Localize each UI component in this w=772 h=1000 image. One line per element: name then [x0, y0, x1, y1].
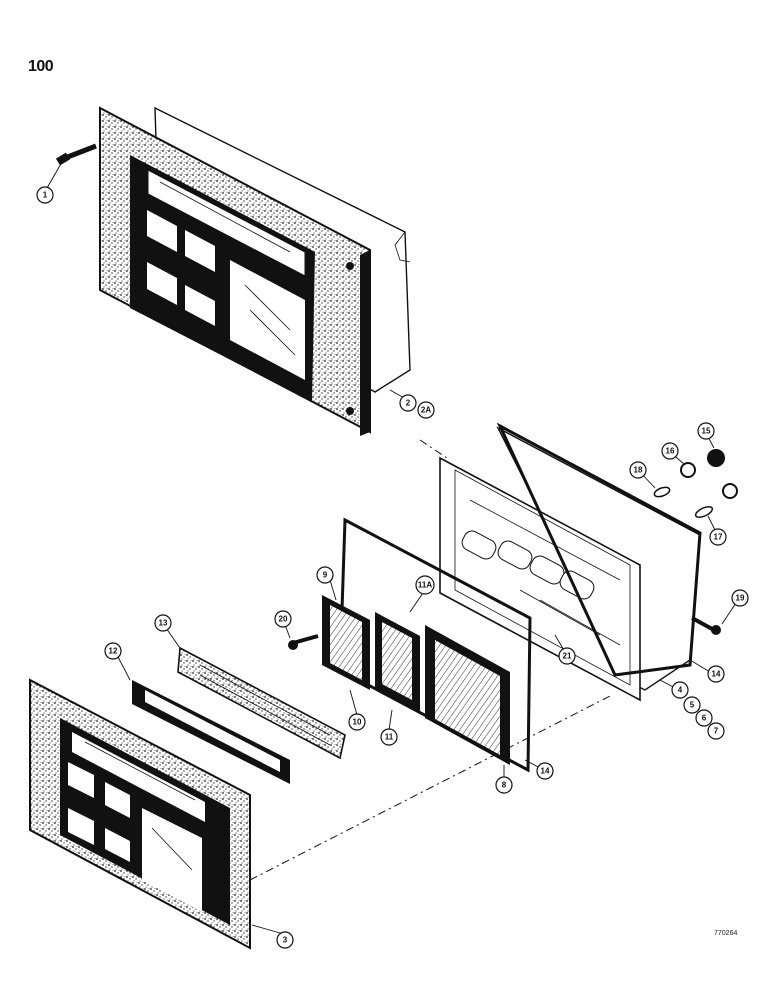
mask-item-12 — [132, 680, 290, 784]
circuit-board-item-8 — [425, 625, 510, 765]
callout-2a: 2A — [417, 401, 435, 419]
callout-7: 7 — [707, 722, 725, 740]
upper-cluster-bezel — [99, 106, 371, 436]
svg-text:13: 13 — [159, 619, 168, 628]
callout-19: 19 — [731, 589, 749, 607]
svg-text:17: 17 — [714, 533, 723, 542]
svg-text:1: 1 — [43, 191, 48, 200]
callout-4: 4 — [671, 681, 689, 699]
svg-text:19: 19 — [736, 594, 745, 603]
svg-text:8: 8 — [502, 781, 507, 790]
svg-text:2: 2 — [406, 399, 411, 408]
callout-10: 10 — [348, 713, 366, 731]
callout-18: 18 — [629, 461, 647, 479]
svg-text:11: 11 — [385, 733, 394, 742]
svg-text:5: 5 — [690, 701, 695, 710]
svg-text:21: 21 — [563, 652, 572, 661]
callout-12: 12 — [104, 642, 122, 660]
svg-text:10: 10 — [353, 718, 362, 727]
svg-text:3: 3 — [283, 936, 288, 945]
svg-text:9: 9 — [323, 571, 328, 580]
figure-code: 770264 — [714, 930, 738, 937]
gasket-item-14-rear — [496, 422, 702, 677]
svg-text:20: 20 — [279, 615, 288, 624]
svg-text:14: 14 — [541, 767, 550, 776]
alignment-lines — [249, 439, 613, 881]
callout-14-front: 14 — [536, 762, 554, 780]
callout-15: 15 — [697, 422, 715, 440]
svg-text:7: 7 — [714, 727, 719, 736]
callout-3: 3 — [276, 931, 294, 949]
callout-13: 13 — [154, 614, 172, 632]
callout-17: 17 — [709, 528, 727, 546]
svg-text:15: 15 — [702, 427, 711, 436]
callout-16: 16 — [661, 442, 679, 460]
callout-11: 11 — [380, 728, 398, 746]
lower-cluster-bezel — [29, 678, 251, 950]
lens-item-13 — [177, 646, 346, 760]
callout-11a: 11A — [415, 575, 435, 595]
cluster-case — [439, 426, 701, 702]
callout-5: 5 — [683, 696, 701, 714]
callout-9: 9 — [316, 566, 334, 584]
svg-text:14: 14 — [712, 670, 721, 679]
module-item-9 — [322, 595, 370, 690]
callout-14-rear: 14 — [707, 665, 725, 683]
svg-text:18: 18 — [634, 466, 643, 475]
callout-8: 8 — [495, 776, 513, 794]
svg-text:16: 16 — [666, 447, 675, 456]
callout-21: 21 — [558, 647, 576, 665]
bolt-item-1 — [55, 143, 97, 166]
svg-text:12: 12 — [109, 647, 118, 656]
bulb-socket-parts — [653, 449, 738, 519]
module-item-11 — [375, 612, 420, 712]
screw-item-19 — [691, 616, 721, 635]
callout-20: 20 — [274, 610, 292, 628]
callout-1: 1 — [36, 186, 54, 204]
callout-2: 2 — [399, 394, 417, 412]
callout-6: 6 — [695, 709, 713, 727]
svg-text:6: 6 — [702, 714, 707, 723]
page-number: 100 — [28, 58, 54, 75]
svg-text:11A: 11A — [418, 581, 432, 590]
screw-item-20 — [288, 634, 319, 650]
svg-text:2A: 2A — [421, 406, 431, 415]
svg-text:4: 4 — [678, 686, 683, 695]
leader-lines — [46, 161, 739, 936]
